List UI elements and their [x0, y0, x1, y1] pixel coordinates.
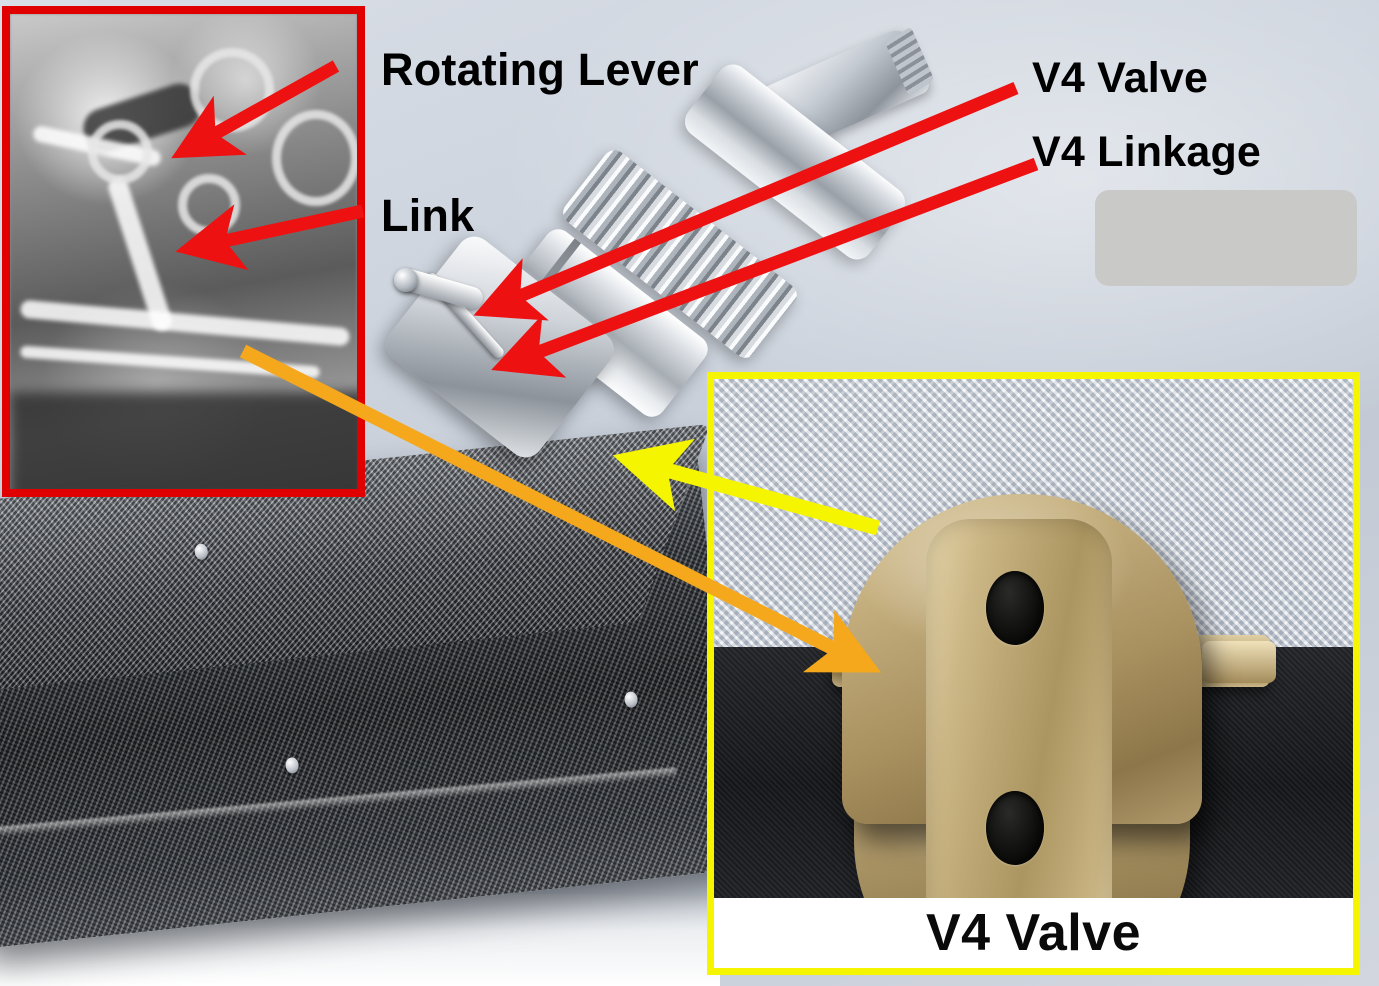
valve-hole-upper [986, 571, 1044, 645]
exhaust-pipe-assembly [378, 10, 990, 530]
label-v4-linkage: V4 Linkage [1032, 128, 1262, 176]
inset-pivot-ring [88, 120, 152, 184]
inset-bolt-ring [190, 48, 274, 132]
valve-hole-lower [986, 791, 1044, 865]
redaction-block [1095, 190, 1357, 286]
valve-shaft-tip [1202, 641, 1276, 683]
inset-yellow-valve-closeup: V4 Valve [707, 372, 1360, 975]
inset-caption-text: V4 Valve [925, 904, 1142, 962]
inset-red-linkage-closeup [2, 6, 365, 497]
heat-shield-edge-highlight [0, 767, 677, 839]
inset-caption: V4 Valve [714, 898, 1353, 968]
inset-bolt-ring [272, 110, 357, 206]
shield-stud [284, 756, 300, 775]
label-link: Link [381, 190, 475, 241]
lever-pivot [394, 268, 418, 292]
shield-stud [623, 690, 639, 709]
inset-boss-ring [178, 174, 240, 236]
inset-dark-region [10, 392, 357, 489]
label-v4-valve: V4 Valve [1032, 54, 1209, 102]
label-rotating-lever: Rotating Lever [381, 44, 699, 95]
